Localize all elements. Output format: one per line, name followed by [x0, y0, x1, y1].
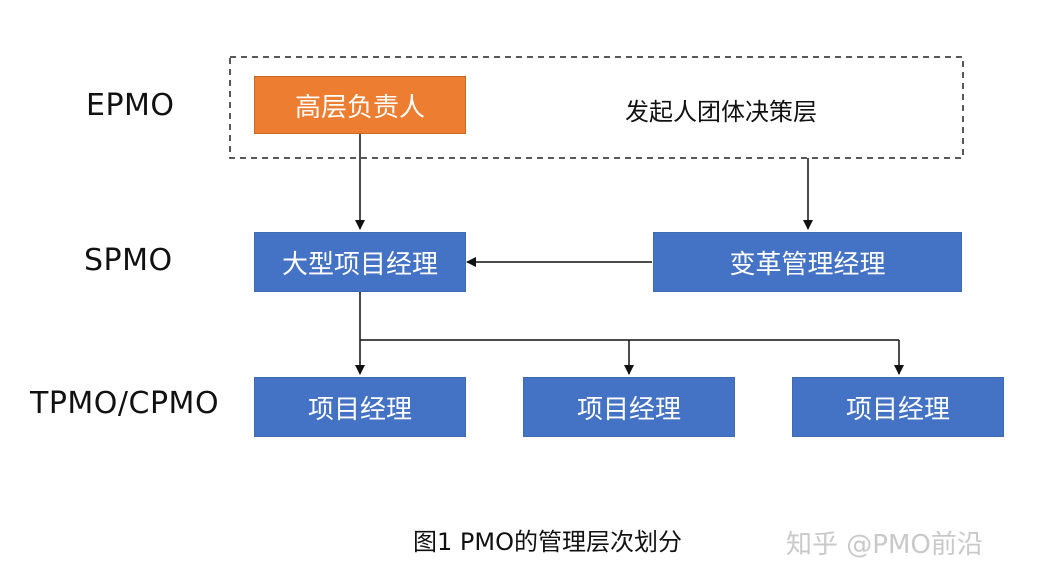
- node-project-manager-1: 项目经理: [254, 377, 466, 437]
- node-project-manager-3: 项目经理: [792, 377, 1004, 437]
- node-sponsor-group: 发起人团体决策层: [625, 98, 817, 126]
- level-label-epmo: EPMO: [86, 88, 175, 123]
- figure-caption: 图1 PMO的管理层次划分: [413, 528, 682, 556]
- level-label-tpmo: TPMO/CPMO: [30, 386, 220, 421]
- node-program-manager: 大型项目经理: [254, 232, 466, 292]
- level-label-spmo: SPMO: [84, 243, 173, 278]
- node-project-manager-2: 项目经理: [523, 377, 735, 437]
- node-change-manager: 变革管理经理: [653, 232, 962, 292]
- watermark: 知乎 @PMO前沿: [786, 530, 983, 560]
- node-senior-owner: 高层负责人: [254, 76, 466, 134]
- decision-layer-group: [229, 56, 964, 159]
